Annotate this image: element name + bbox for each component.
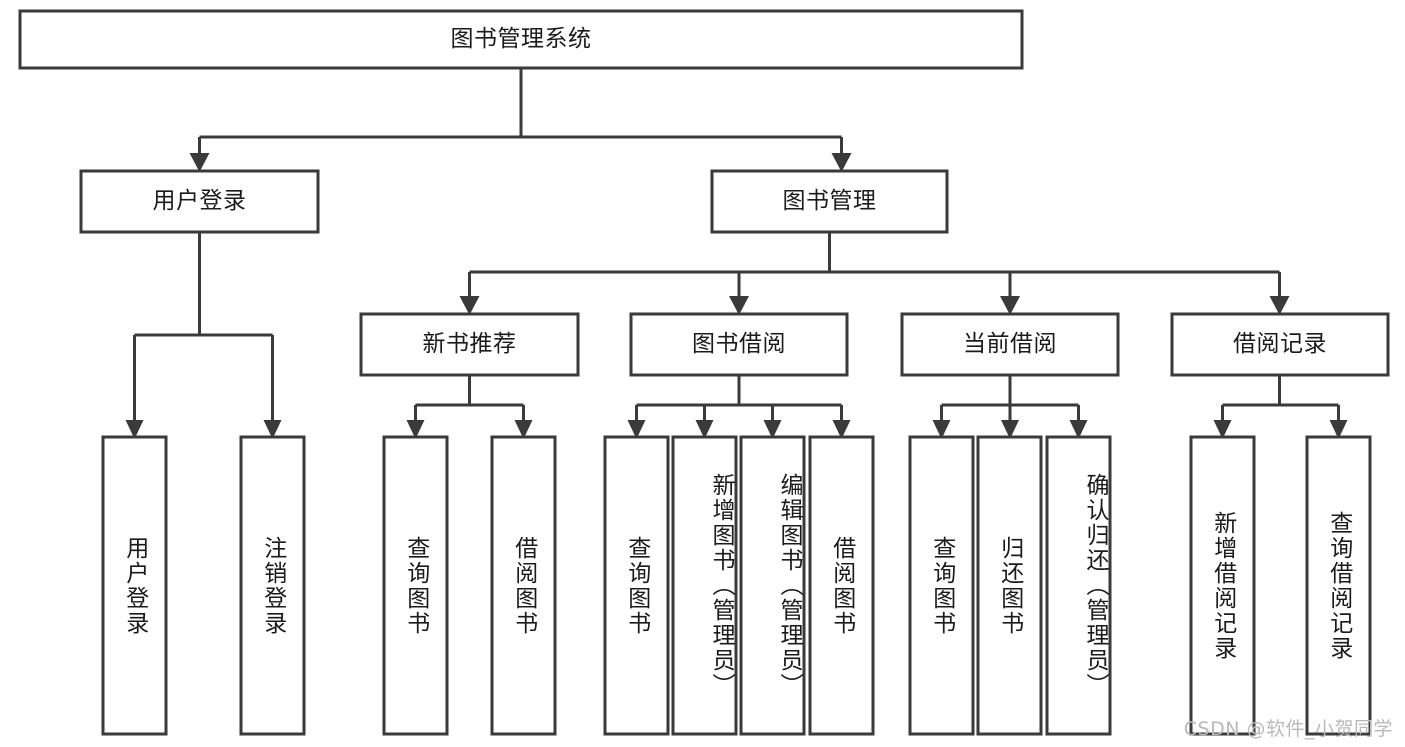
arrowhead-icon [1001, 420, 1019, 439]
arrowhead-icon [1000, 296, 1020, 315]
node-box-leaf-logout[interactable] [239, 435, 306, 736]
arrowhead-icon [932, 420, 951, 439]
node-box-leaf-borrow-book-1[interactable] [490, 435, 557, 736]
arrowhead-icon [763, 420, 782, 439]
arrowhead-icon [514, 420, 533, 439]
arrowhead-icon [459, 296, 480, 315]
node-box-leaf-query-book-2[interactable] [603, 435, 670, 736]
node-box-leaf-borrow-book-2[interactable] [808, 435, 875, 736]
edge-borrowrecord-to-leaves [1221, 375, 1340, 425]
node-box-book-mgmt[interactable] [710, 169, 949, 234]
node-box-user-login[interactable] [79, 169, 320, 234]
node-box-layer [18, 9, 1390, 736]
node-box-leaf-confirm-return[interactable] [1045, 435, 1112, 736]
arrowhead-icon [729, 296, 749, 315]
node-box-leaf-add-book[interactable] [671, 435, 738, 736]
arrowhead-icon [406, 420, 425, 439]
arrowhead-icon [627, 420, 646, 439]
arrowhead-icon [1213, 420, 1232, 439]
node-box-leaf-edit-book[interactable] [739, 435, 806, 736]
arrowhead-icon [831, 153, 852, 172]
arrowhead-icon [832, 420, 851, 439]
node-box-new-book-rec[interactable] [359, 312, 580, 377]
node-box-leaf-query-book-1[interactable] [382, 435, 449, 736]
arrowhead-icon [263, 420, 282, 439]
arrowhead-icon [125, 420, 144, 439]
edge-root-to-level2 [198, 68, 843, 158]
arrowhead-icon [695, 420, 714, 439]
edge-currentborrow-to-leaves [940, 375, 1080, 425]
node-box-borrow-record[interactable] [1170, 312, 1390, 377]
edge-userlogin-to-leaves [133, 232, 274, 425]
edge-newbook-to-leaves [414, 375, 525, 425]
arrowhead-layer [125, 153, 1348, 439]
node-box-book-borrow[interactable] [629, 312, 849, 377]
edge-bookmgmt-to-level3 [468, 232, 1281, 301]
node-box-leaf-query-record[interactable] [1305, 435, 1372, 736]
node-box-leaf-add-record[interactable] [1189, 435, 1256, 736]
node-box-leaf-query-book-3[interactable] [908, 435, 975, 736]
edge-bookborrow-to-leaves [635, 375, 843, 425]
watermark-text: CSDN @软件_小贺同学 [1183, 718, 1393, 740]
arrowhead-icon [189, 153, 210, 172]
arrowhead-icon [1269, 296, 1290, 315]
node-box-leaf-user-login[interactable] [101, 435, 168, 736]
connector-layer [133, 68, 1340, 425]
node-box-current-borrow[interactable] [900, 312, 1120, 377]
arrowhead-icon [1069, 420, 1088, 439]
node-box-root[interactable] [18, 9, 1024, 70]
node-box-leaf-return-book[interactable] [976, 435, 1043, 736]
arrowhead-icon [1329, 420, 1348, 439]
